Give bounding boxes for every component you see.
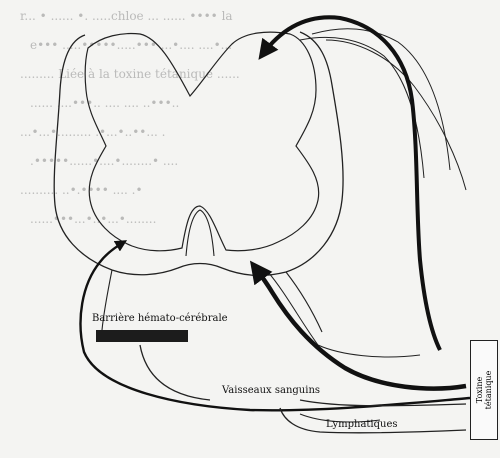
background-text-line: ......•••...•..•...•........ [30,212,156,226]
tetanus-toxin-label: Toxine tétanique [475,371,493,410]
retrograde-transport-arrow-ventral [254,266,466,389]
tetanus-toxin-box: Toxine tétanique [470,340,498,440]
background-text-line: .......... ..•.•••• .... .• [20,183,143,197]
background-text-line: r... • ...... •. .....chloe ... ...... •… [20,9,233,23]
background-text-line: e••• .....•••••.....••• ...•.... ....•..… [30,38,232,52]
dorsal-root-nerve-1 [312,29,450,170]
background-text: r... • ...... •. .....chloe ... ...... •… [20,9,240,226]
lymphatics-label: Lymphatiques [326,419,398,430]
dorsal-root-nerve-2 [300,37,424,178]
background-text-line: ...... ....•••.. .... .... ..•••.. [30,96,179,110]
dorsal-root-nerve-3 [326,40,466,190]
blood-vessels-label: Vaisseaux sanguins [222,385,320,396]
blood-brain-barrier-label: Barrière hémato-cérébrale [92,313,228,324]
blood-brain-barrier-bar [96,330,188,342]
cord-right-parallel [268,272,420,357]
background-text-line: ...•...•......... .•...•..••... . [20,125,165,139]
blood-vessel-branch [140,345,210,400]
background-text-line: .•••••......•....•........• .... [30,154,178,168]
